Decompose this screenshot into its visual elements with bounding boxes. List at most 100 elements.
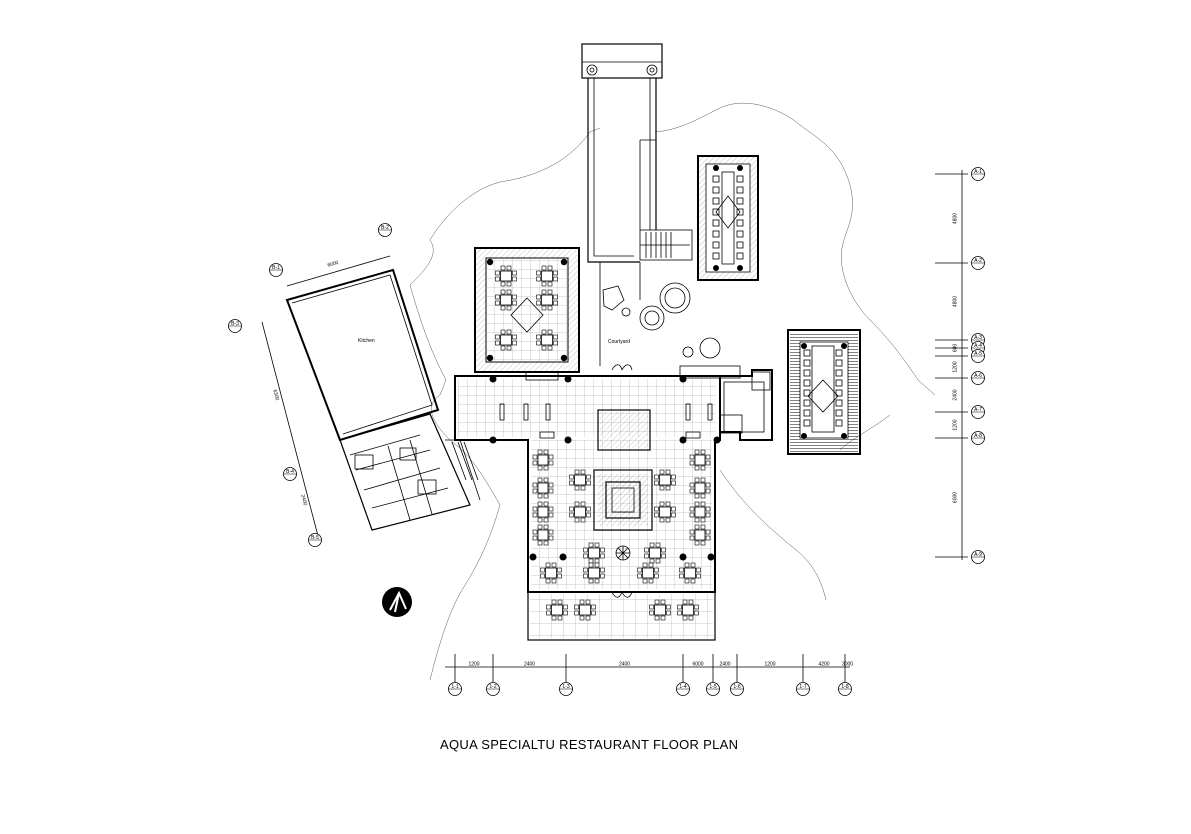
- bottom-dimension-value: 6000: [692, 661, 703, 667]
- chair: [712, 175, 720, 183]
- kitchen-wing: Kitchen: [285, 268, 481, 531]
- right-axis-bubble: A-7: [971, 405, 985, 419]
- bottom-axis-bubble: 1-5: [706, 682, 720, 696]
- left-axis-label: B-2: [381, 225, 389, 231]
- table-with-chairs: [654, 469, 676, 491]
- bottom-axis-bubble: 1-7: [796, 682, 810, 696]
- chair: [712, 230, 720, 238]
- bottom-dimension-value: 1200: [764, 661, 775, 667]
- chair: [803, 399, 811, 407]
- bottom-dimension-value: 3000: [842, 661, 853, 667]
- table-with-chairs: [495, 289, 517, 311]
- bottom-axis-bubble: 1-3: [559, 682, 573, 696]
- right-axis-label: A-9: [974, 552, 982, 558]
- right-axis-bubble: A-9: [971, 550, 985, 564]
- east-connector: [719, 369, 773, 441]
- left-axis-bubble: B-3: [228, 319, 242, 333]
- courtyard: Courtyard: [599, 262, 721, 366]
- bottom-axis-label: 1-8: [841, 684, 848, 690]
- table-with-chairs: [569, 469, 591, 491]
- chair: [712, 197, 720, 205]
- dining-tables: [495, 175, 843, 621]
- table-with-chairs: [689, 449, 711, 471]
- bottom-dimension-value: 2400: [719, 661, 730, 667]
- chair: [712, 208, 720, 216]
- table-with-chairs: [583, 562, 605, 584]
- right-dimension-value: 2400: [952, 389, 958, 400]
- chair: [803, 359, 811, 367]
- right-axis-bubble: A-8: [971, 431, 985, 445]
- left-axis-bubble: B-1: [269, 263, 283, 277]
- main-dining-hall: [454, 364, 741, 593]
- table-with-chairs: [495, 329, 517, 351]
- left-axis-label: B-1: [272, 265, 280, 271]
- bottom-axis-label: 1-4: [679, 684, 686, 690]
- table-with-chairs: [536, 329, 558, 351]
- left-axis-label: B-4: [286, 469, 294, 475]
- right-axis-bubble: A-5: [971, 349, 985, 363]
- table-with-chairs: [532, 477, 554, 499]
- bench: [685, 403, 691, 421]
- chair: [712, 219, 720, 227]
- table-with-chairs: [540, 562, 562, 584]
- stair: [639, 229, 693, 261]
- chair: [835, 379, 843, 387]
- chair: [712, 252, 720, 260]
- right-dimension-value: 6000: [952, 492, 958, 503]
- right-axis-label: A-6: [974, 373, 982, 379]
- bottom-axis-label: 1-1: [451, 684, 458, 690]
- bottom-dimension-value: 2400: [524, 661, 535, 667]
- bottom-dimension-value: 4200: [818, 661, 829, 667]
- bottom-axis-label: 1-6: [733, 684, 740, 690]
- right-axis-label: A-3: [974, 335, 982, 341]
- table-with-chairs: [677, 599, 699, 621]
- table-with-chairs: [532, 449, 554, 471]
- bottom-axis-bubble: 1-1: [448, 682, 462, 696]
- drawing-title: AQUA SPECIALTU RESTAURANT FLOOR PLAN: [440, 737, 738, 752]
- left-dimension-value: 6000: [327, 260, 340, 269]
- bench: [545, 403, 551, 421]
- table-with-chairs: [574, 599, 596, 621]
- bench: [685, 431, 701, 439]
- right-axis-bubble: A-6: [971, 371, 985, 385]
- table-with-chairs: [495, 265, 517, 287]
- entrance-walkway: [581, 43, 663, 263]
- table-with-chairs: [532, 524, 554, 546]
- left-dimension-value: 6300: [271, 389, 280, 402]
- bottom-axis-label: 1-7: [799, 684, 806, 690]
- chair: [835, 409, 843, 417]
- left-axis-bubble: B-2: [378, 223, 392, 237]
- right-dimension-value: 1200: [952, 419, 958, 430]
- table-with-chairs: [536, 289, 558, 311]
- chair: [803, 349, 811, 357]
- right-axis-label: A-7: [974, 407, 982, 413]
- bottom-axis-label: 1-5: [709, 684, 716, 690]
- chair: [803, 419, 811, 427]
- chair: [803, 379, 811, 387]
- chair: [803, 369, 811, 377]
- chair: [803, 389, 811, 397]
- bottom-axis-label: 1-3: [562, 684, 569, 690]
- chair: [835, 419, 843, 427]
- bottom-dimension-value: 1200: [468, 661, 479, 667]
- table-with-chairs: [679, 562, 701, 584]
- chair: [712, 241, 720, 249]
- right-axis-label: A-2: [974, 258, 982, 264]
- table-with-chairs: [689, 524, 711, 546]
- bench: [707, 403, 713, 421]
- left-axis-bubble: B-4: [283, 467, 297, 481]
- courtyard-label: Courtyard: [608, 339, 630, 345]
- right-axis-label: A-1: [974, 169, 982, 175]
- bottom-axis-bubble: 1-6: [730, 682, 744, 696]
- bench: [523, 403, 529, 421]
- northwest-dining-pavilion: [474, 247, 580, 373]
- chair: [736, 219, 744, 227]
- left-axis-label: B-3: [231, 321, 239, 327]
- chair: [835, 349, 843, 357]
- right-axis-label: A-8: [974, 433, 982, 439]
- table-with-chairs: [637, 562, 659, 584]
- north-arrow-icon: [382, 587, 412, 617]
- chair: [803, 409, 811, 417]
